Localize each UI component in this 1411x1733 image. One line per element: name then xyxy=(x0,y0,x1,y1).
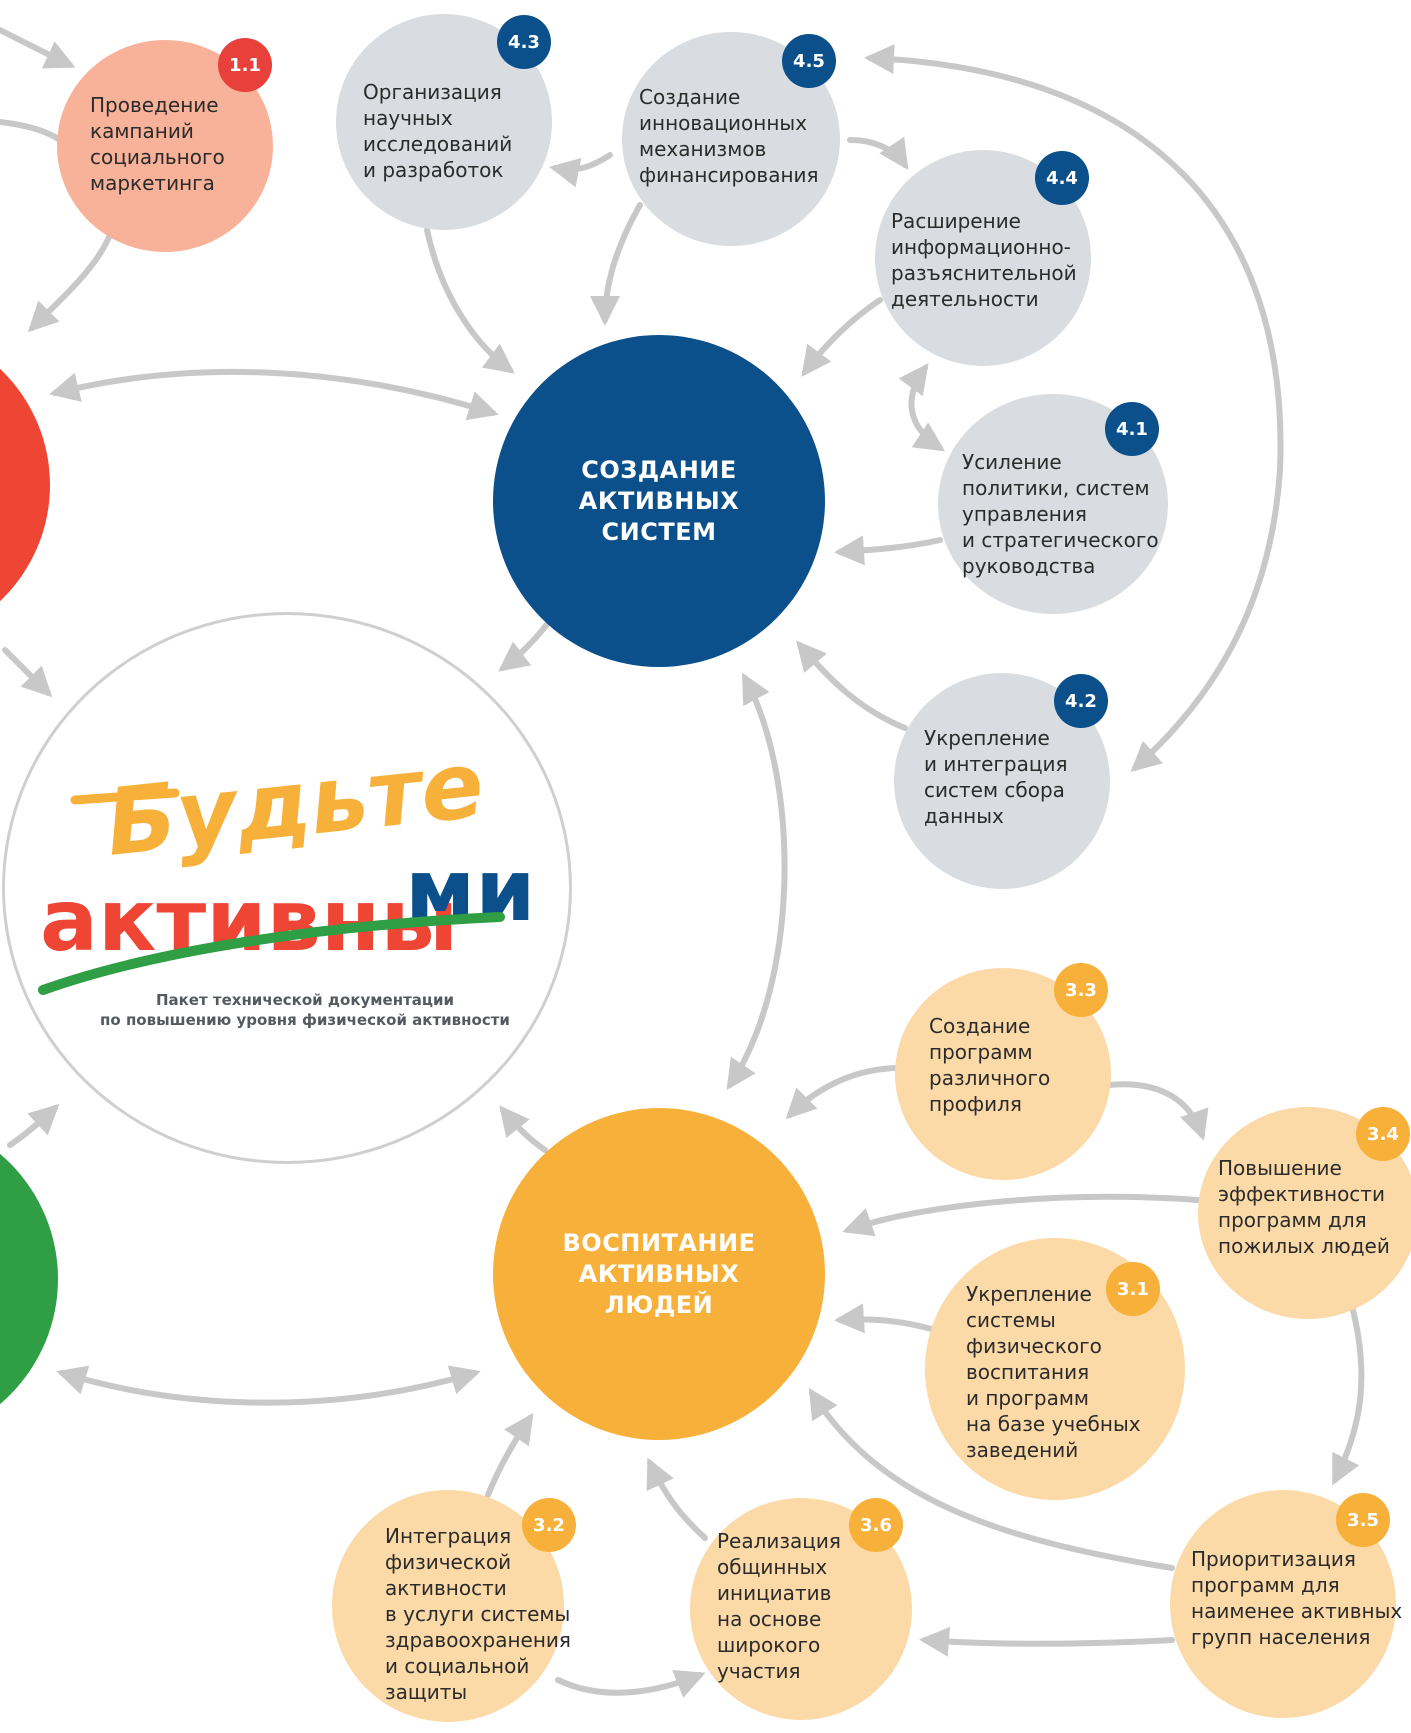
arrow-systems-people xyxy=(726,672,788,1090)
arrow-4-4-4-1 xyxy=(898,363,946,452)
node-4-1-text: Усиление политики, систем управления и с… xyxy=(962,450,1159,578)
arrow-3-3-people xyxy=(785,1065,898,1120)
node-3-6-badge: 3.6 xyxy=(849,1498,903,1552)
arrow-4-4-systems xyxy=(801,297,883,377)
arrow-3-2-people xyxy=(485,1413,534,1498)
arrow-people-logo xyxy=(499,1105,548,1153)
arrow-3-4-people xyxy=(842,1193,1201,1237)
arrow-4-1-systems xyxy=(834,535,943,566)
node-1-1-badge: 1.1 xyxy=(218,38,272,92)
node-4-5-text: Создание инновационных механизмов финанс… xyxy=(639,85,819,187)
node-4-2-text: Укрепление и интеграция систем сбора дан… xyxy=(924,726,1068,828)
node-3-1-text: Укрепление системы физического воспитани… xyxy=(966,1282,1141,1462)
arrow-systems-logo xyxy=(498,620,551,672)
hub-systems-label: СОЗДАНИЕ АКТИВНЫХ СИСТЕМ xyxy=(578,455,740,546)
be-active-logo: Будьте активны ми xyxy=(38,735,535,995)
node-3-2-text: Интеграция физической активности в услуг… xyxy=(385,1524,571,1704)
arrow-red-logo xyxy=(2,647,53,698)
logo-circle xyxy=(2,612,572,1164)
hub-creating-active-people[interactable]: ВОСПИТАНИЕ АКТИВНЫХ ЛЮДЕЙ xyxy=(493,1108,825,1440)
arrow-4-2-systems xyxy=(796,640,908,731)
node-1-1-text: Проведение кампаний социального маркетин… xyxy=(90,93,225,195)
node-3-6-text: Реализация общинных инициатив на основе … xyxy=(717,1529,841,1683)
arrow-4-5-4-2-loop xyxy=(864,44,1284,772)
node-3-2-badge: 3.2 xyxy=(522,1498,576,1552)
arrow-4-5-to-4-3 xyxy=(549,152,613,188)
logo-subtitle: Пакет технической документации по повыше… xyxy=(100,991,510,1029)
node-4-3-badge: 4.3 xyxy=(497,15,551,69)
node-4-3-text: Организация научных исследований и разра… xyxy=(363,80,513,182)
arrow-3-2-to-3-6 xyxy=(555,1669,706,1698)
node-3-4-text: Повышение эффективности программ для пож… xyxy=(1218,1156,1390,1258)
arrow-4-3-systems xyxy=(424,227,515,374)
node-4-2-badge: 4.2 xyxy=(1054,674,1108,728)
arrow-4-5-to-4-4 xyxy=(847,136,909,170)
arrow-3-5-people xyxy=(808,1387,1175,1571)
arrow-3-3-to-3-4 xyxy=(1105,1081,1209,1141)
node-3-3-text: Создание программ различного профиля xyxy=(929,1014,1051,1116)
arrow-1-1-down xyxy=(27,232,113,333)
arrow-4-5-systems xyxy=(590,202,643,326)
logo-swoosh xyxy=(38,912,505,995)
arrow-green-people xyxy=(56,1365,481,1406)
arrow-into-1-1 xyxy=(0,27,76,69)
node-3-3-badge: 3.3 xyxy=(1054,963,1108,1017)
node-4-5-badge: 4.5 xyxy=(782,34,836,88)
node-3-4-badge: 3.4 xyxy=(1356,1107,1410,1161)
node-4-4-text: Расширение информационно- разъяснительно… xyxy=(891,209,1077,311)
node-4-4-badge: 4.4 xyxy=(1035,151,1089,205)
node-4-1-badge: 4.1 xyxy=(1105,402,1159,456)
arrow-red-systems xyxy=(49,368,499,421)
node-3-5-text: Приоритизация программ для наименее акти… xyxy=(1191,1547,1403,1649)
arrow-left-to-1-1 xyxy=(0,119,63,143)
arrow-green-logo xyxy=(7,1103,60,1148)
arrow-3-5-to-3-6 xyxy=(919,1626,1175,1657)
arrow-3-6-people xyxy=(646,1457,708,1541)
arrow-3-4-to-3-5 xyxy=(1332,1307,1365,1486)
node-3-1-badge: 3.1 xyxy=(1106,1262,1160,1316)
hub-people-label: ВОСПИТАНИЕ АКТИВНЫХ ЛЮДЕЙ xyxy=(562,1228,756,1319)
hub-creating-active-systems[interactable]: СОЗДАНИЕ АКТИВНЫХ СИСТЕМ xyxy=(493,335,825,667)
node-3-5-badge: 3.5 xyxy=(1336,1493,1390,1547)
arrow-3-1-people xyxy=(834,1303,938,1334)
